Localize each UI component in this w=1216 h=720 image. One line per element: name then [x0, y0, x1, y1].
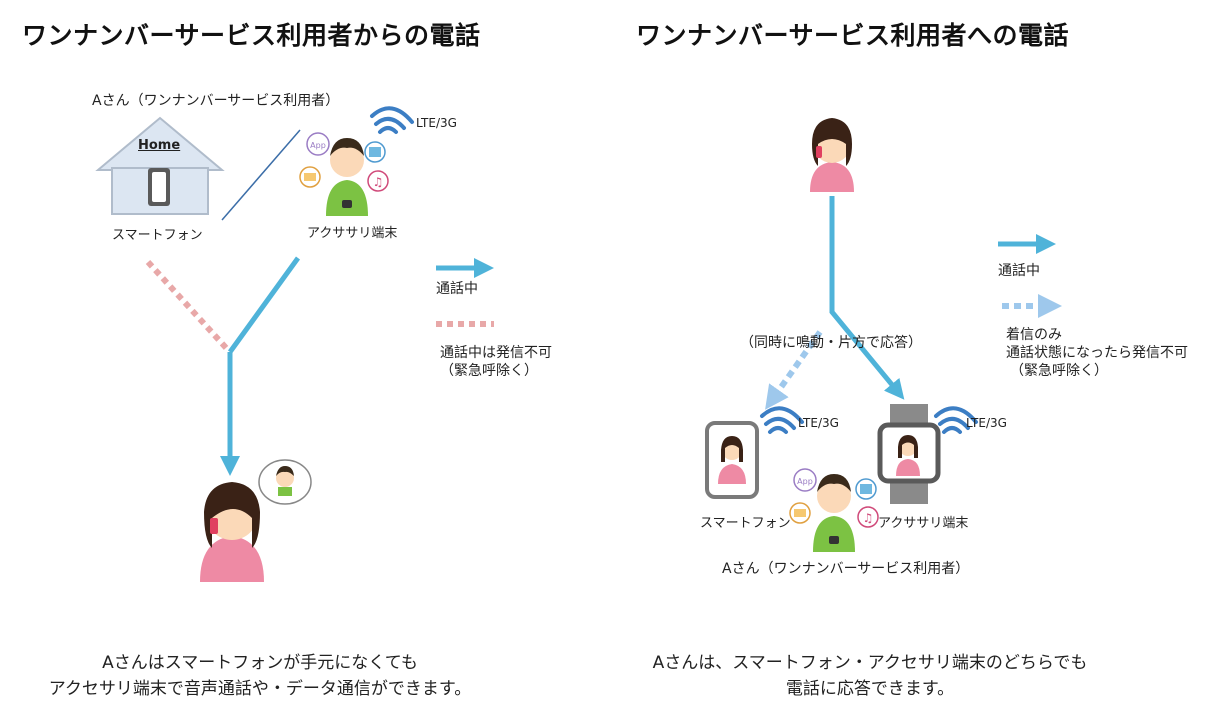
- simultaneous-label: （同時に鳴動・片方で応答）: [740, 335, 922, 351]
- left-user-label: Aさん（ワンナンバーサービス利用者）: [92, 93, 340, 109]
- right-title: ワンナンバーサービス利用者への電話: [636, 21, 1070, 50]
- accessory-user-icon: [326, 138, 368, 216]
- right-app-bubble-icon: App: [793, 468, 817, 492]
- call-line-to-watch: [829, 196, 905, 400]
- home-icon: [95, 116, 225, 215]
- right-caption-line1: Aさんは、スマートフォン・アクセサリ端末のどちらでも: [652, 653, 1088, 673]
- right-smartphone-label: スマートフォン: [700, 516, 791, 531]
- legend-right-calling-label: 通話中: [998, 263, 1040, 279]
- right-mail-bubble-icon: [789, 502, 811, 524]
- app-bubble-icon: App: [306, 132, 330, 156]
- legend-right-incoming-line3: （緊急呼除く）: [1010, 363, 1108, 379]
- right-music-bubble-icon: ♫: [857, 506, 879, 528]
- right-watch-lte-label: LTE/3G: [966, 416, 1007, 430]
- left-title: ワンナンバーサービス利用者からの電話: [22, 21, 481, 50]
- left-app-badge: App: [310, 141, 326, 150]
- no-outgoing-line: [145, 259, 231, 353]
- left-accessory-label: アクササリ端末: [307, 226, 398, 241]
- smartphone-icon: [705, 421, 759, 499]
- smartwatch-icon: [877, 404, 941, 504]
- svg-text:♫: ♫: [373, 175, 384, 189]
- watch-signal-waves-icon: [934, 406, 978, 434]
- right-caption-line2: 電話に応答できます。: [785, 679, 955, 699]
- signal-waves-icon: [370, 106, 414, 134]
- legend-calling-label: 通話中: [436, 281, 478, 297]
- separator-line: [221, 129, 301, 221]
- image-bubble-icon: [364, 141, 386, 163]
- right-user-icon: [813, 474, 855, 552]
- left-caption-line2: アクセサリ端末で音声通話や・データ通信ができます。: [48, 679, 472, 699]
- thought-bubble-icon: [258, 459, 312, 505]
- right-image-bubble-icon: [855, 478, 877, 500]
- callee-woman-icon: [200, 482, 264, 582]
- left-caption-line1: Aさんはスマートフォンが手元になくても: [102, 653, 418, 673]
- left-caption: Aさんはスマートフォンが手元になくても アクセサリ端末で音声通話や・データ通信が…: [40, 650, 480, 702]
- svg-text:♫: ♫: [863, 511, 874, 525]
- legend-right-incoming-line1: 着信のみ: [1006, 327, 1062, 343]
- legend-no-outgoing-line1: 通話中は発信不可: [440, 345, 552, 361]
- right-app-badge: App: [797, 477, 813, 486]
- right-accessory-label: アクササリ端末: [878, 516, 969, 531]
- incoming-line-to-phone: [765, 330, 823, 410]
- legend-no-outgoing-line2: （緊急呼除く）: [440, 363, 538, 379]
- phone-signal-waves-icon: [760, 406, 804, 434]
- caller-woman-icon: [810, 118, 854, 192]
- music-bubble-icon: ♫: [367, 170, 389, 192]
- mail-bubble-icon: [299, 166, 321, 188]
- left-smartphone-label: スマートフォン: [112, 228, 203, 243]
- legend-right-incoming-line2: 通話状態になったら発信不可: [1006, 345, 1188, 361]
- right-user-label: Aさん（ワンナンバーサービス利用者）: [722, 561, 970, 577]
- right-caption: Aさんは、スマートフォン・アクセサリ端末のどちらでも 電話に応答できます。: [640, 650, 1100, 702]
- left-lte-label: LTE/3G: [416, 116, 457, 130]
- home-label: Home: [138, 138, 181, 153]
- right-phone-lte-label: LTE/3G: [798, 416, 839, 430]
- call-line-from-accessory: [227, 256, 301, 354]
